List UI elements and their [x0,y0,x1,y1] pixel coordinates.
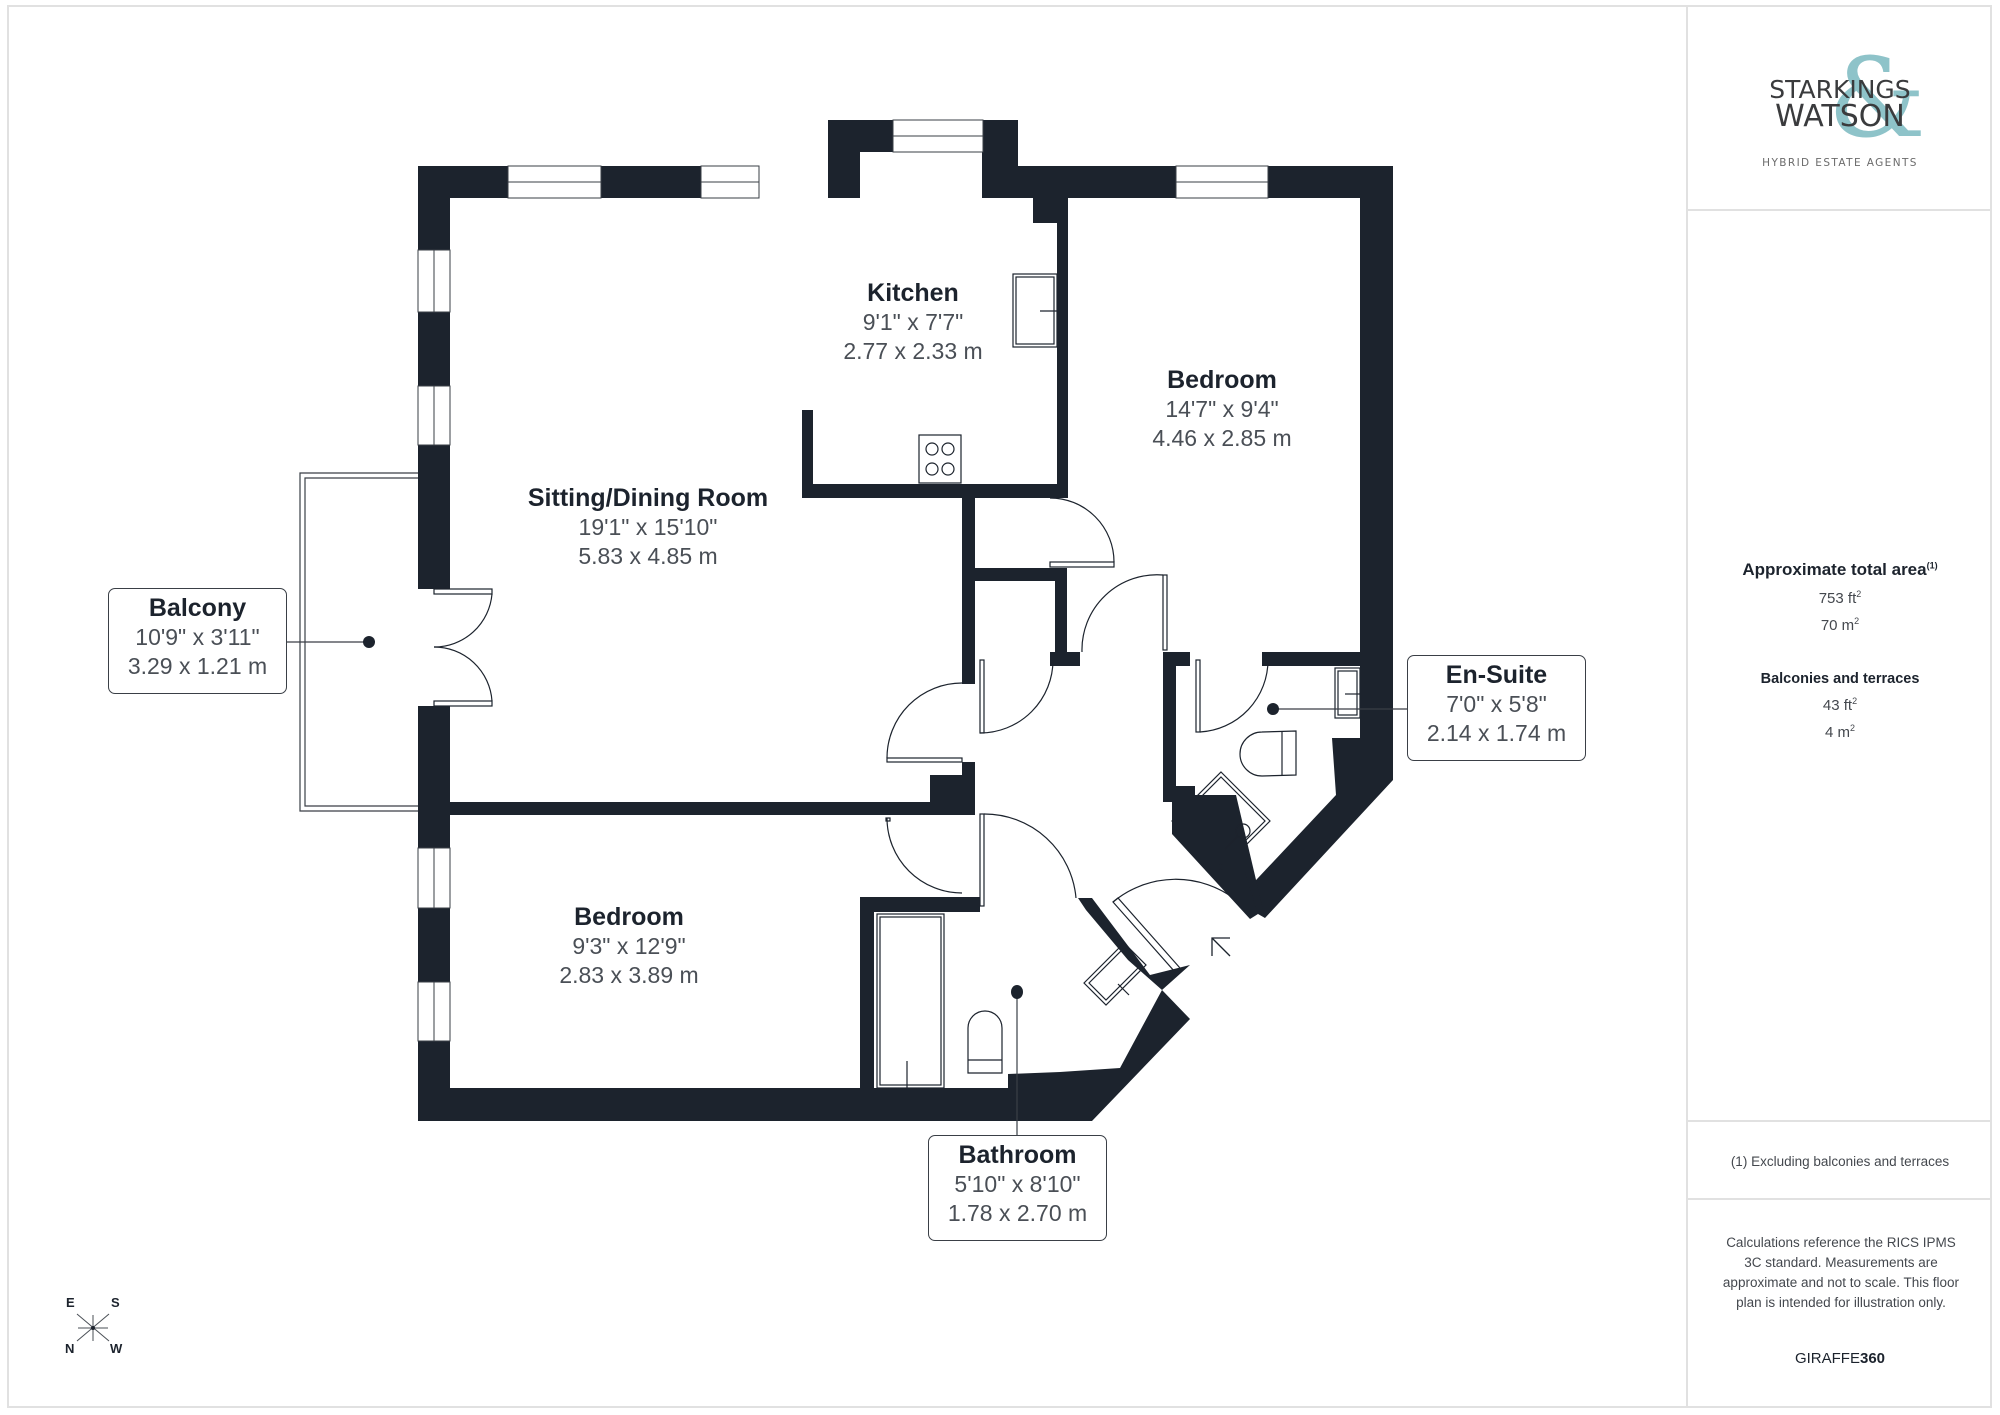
callout-dimension-metric: 2.14 x 1.74 m [1426,720,1567,746]
room-label-bedroom-2: Bedroom 9'3" x 12'9" 2.83 x 3.89 m [559,902,698,990]
callout-leaders [287,641,1407,1135]
callout-name: En-Suite [1445,661,1548,689]
compass-rose-icon [76,1313,110,1342]
squared-marker: 2 [1854,616,1860,626]
walls [418,120,1393,1121]
room-label-sitting-dining: Sitting/Dining Room 19'1" x 15'10" 5.83 … [528,483,768,571]
bathroom-toilet-icon [967,1010,1003,1074]
compass: E S N W [60,1295,130,1356]
squared-marker: 2 [1856,589,1862,599]
room-dimension-metric: 2.77 x 2.33 m [843,338,983,364]
total-area-title-text: Approximate total area [1742,560,1927,579]
callout-dimension-metric: 1.78 x 2.70 m [947,1200,1088,1226]
compass-label-w: W [110,1341,123,1356]
callout-balcony: Balcony 10'9" x 3'11" 3.29 x 1.21 m [108,588,287,694]
provider-name-part2: 360 [1859,1350,1886,1367]
compass-label-s: S [111,1295,120,1310]
ensuite-toilet-icon [1239,730,1297,777]
callout-en-suite: En-Suite 7'0" x 5'8" 2.14 x 1.74 m [1407,655,1586,761]
balconies-title: Balconies and terraces [1760,671,1920,687]
callout-bathroom: Bathroom 5'10" x 8'10" 1.78 x 2.70 m [928,1135,1107,1241]
room-name: Kitchen [867,279,959,307]
logo-line-2: WATSON [1775,99,1905,134]
floor-plan: Kitchen 9'1" x 7'7" 2.77 x 2.33 m Bedroo… [60,119,1586,1356]
floor-plan-drawing [287,119,1407,1135]
bathroom-basin-icon [1083,942,1147,1006]
callout-name: Bathroom [958,1141,1077,1169]
squared-marker: 2 [1850,723,1856,733]
callout-dimension-imperial: 5'10" x 8'10" [954,1171,1081,1197]
balconies-area-block: Balconies and terraces 43 ft2 4 m2 [1688,671,1992,741]
info-sidebar: & STARKINGS WATSON HYBRID ESTATE AGENTS … [1686,5,1992,1408]
total-area-ft-value: 753 ft [1818,590,1857,607]
total-area-block: Approximate total area(1) 753 ft2 70 m2 [1688,560,1992,634]
callout-name: Balcony [148,594,247,622]
logo-line-1: STARKINGS [1769,75,1911,104]
total-area-title: Approximate total area(1) [1688,560,1992,580]
room-dimension-metric: 2.83 x 3.89 m [559,962,699,988]
room-dimension-imperial: 9'3" x 12'9" [572,933,686,959]
room-label-bedroom-1: Bedroom 14'7" x 9'4" 4.46 x 2.85 m [1152,365,1291,453]
shower-icon [1171,771,1271,871]
squared-marker: 2 [1852,696,1858,706]
balconies-ft-value: 43 ft [1822,697,1853,714]
provider-name-part1: GIRAFFE [1794,1350,1860,1367]
callout-dots [363,636,1279,999]
balconies-m: 4 m2 [1688,723,1992,741]
brand-logo: & STARKINGS WATSON HYBRID ESTATE AGENTS [1688,5,1992,211]
total-area-ft: 753 ft2 [1688,589,1992,607]
disclaimer: Calculations reference the RICS IPMS 3C … [1722,1235,1960,1310]
bath-icon [876,913,945,1089]
balconies-m-value: 4 m [1824,724,1850,741]
room-name: Bedroom [574,903,684,931]
callout-dimension-imperial: 10'9" x 3'11" [135,624,260,650]
doors [433,497,1269,973]
room-dimension-imperial: 9'1" x 7'7" [862,309,964,335]
logo-ampersand-icon: & [1828,34,1926,162]
balconies-ft: 43 ft2 [1688,696,1992,714]
room-dimension-metric: 5.83 x 4.85 m [578,543,718,569]
callout-dimension-imperial: 7'0" x 5'8" [1446,691,1547,717]
footnote-marker: (1) [1926,560,1938,571]
provider-logo: GIRAFFE360 [1688,1350,1992,1367]
logo-tagline: HYBRID ESTATE AGENTS [1762,157,1918,169]
ensuite-basin-icon [1334,667,1361,719]
room-dimension-imperial: 19'1" x 15'10" [578,514,718,540]
room-name: Bedroom [1167,366,1277,394]
room-dimension-metric: 4.46 x 2.85 m [1152,425,1292,451]
callout-dimension-metric: 3.29 x 1.21 m [127,653,268,679]
entrance-arrow-icon [1211,937,1231,957]
fixtures [876,273,1361,1089]
total-area-m: 70 m2 [1688,616,1992,634]
room-label-kitchen: Kitchen 9'1" x 7'7" 2.77 x 2.33 m [843,278,982,366]
footnote: (1) Excluding balconies and terraces [1688,1120,1992,1200]
total-area-m-value: 70 m [1820,617,1855,634]
hob-icon [918,434,962,484]
windows [417,119,1269,1042]
page-frame [7,5,1992,1408]
compass-label-e: E [66,1295,75,1310]
compass-label-n: N [65,1341,75,1356]
room-name: Sitting/Dining Room [527,484,769,512]
room-dimension-imperial: 14'7" x 9'4" [1165,396,1279,422]
